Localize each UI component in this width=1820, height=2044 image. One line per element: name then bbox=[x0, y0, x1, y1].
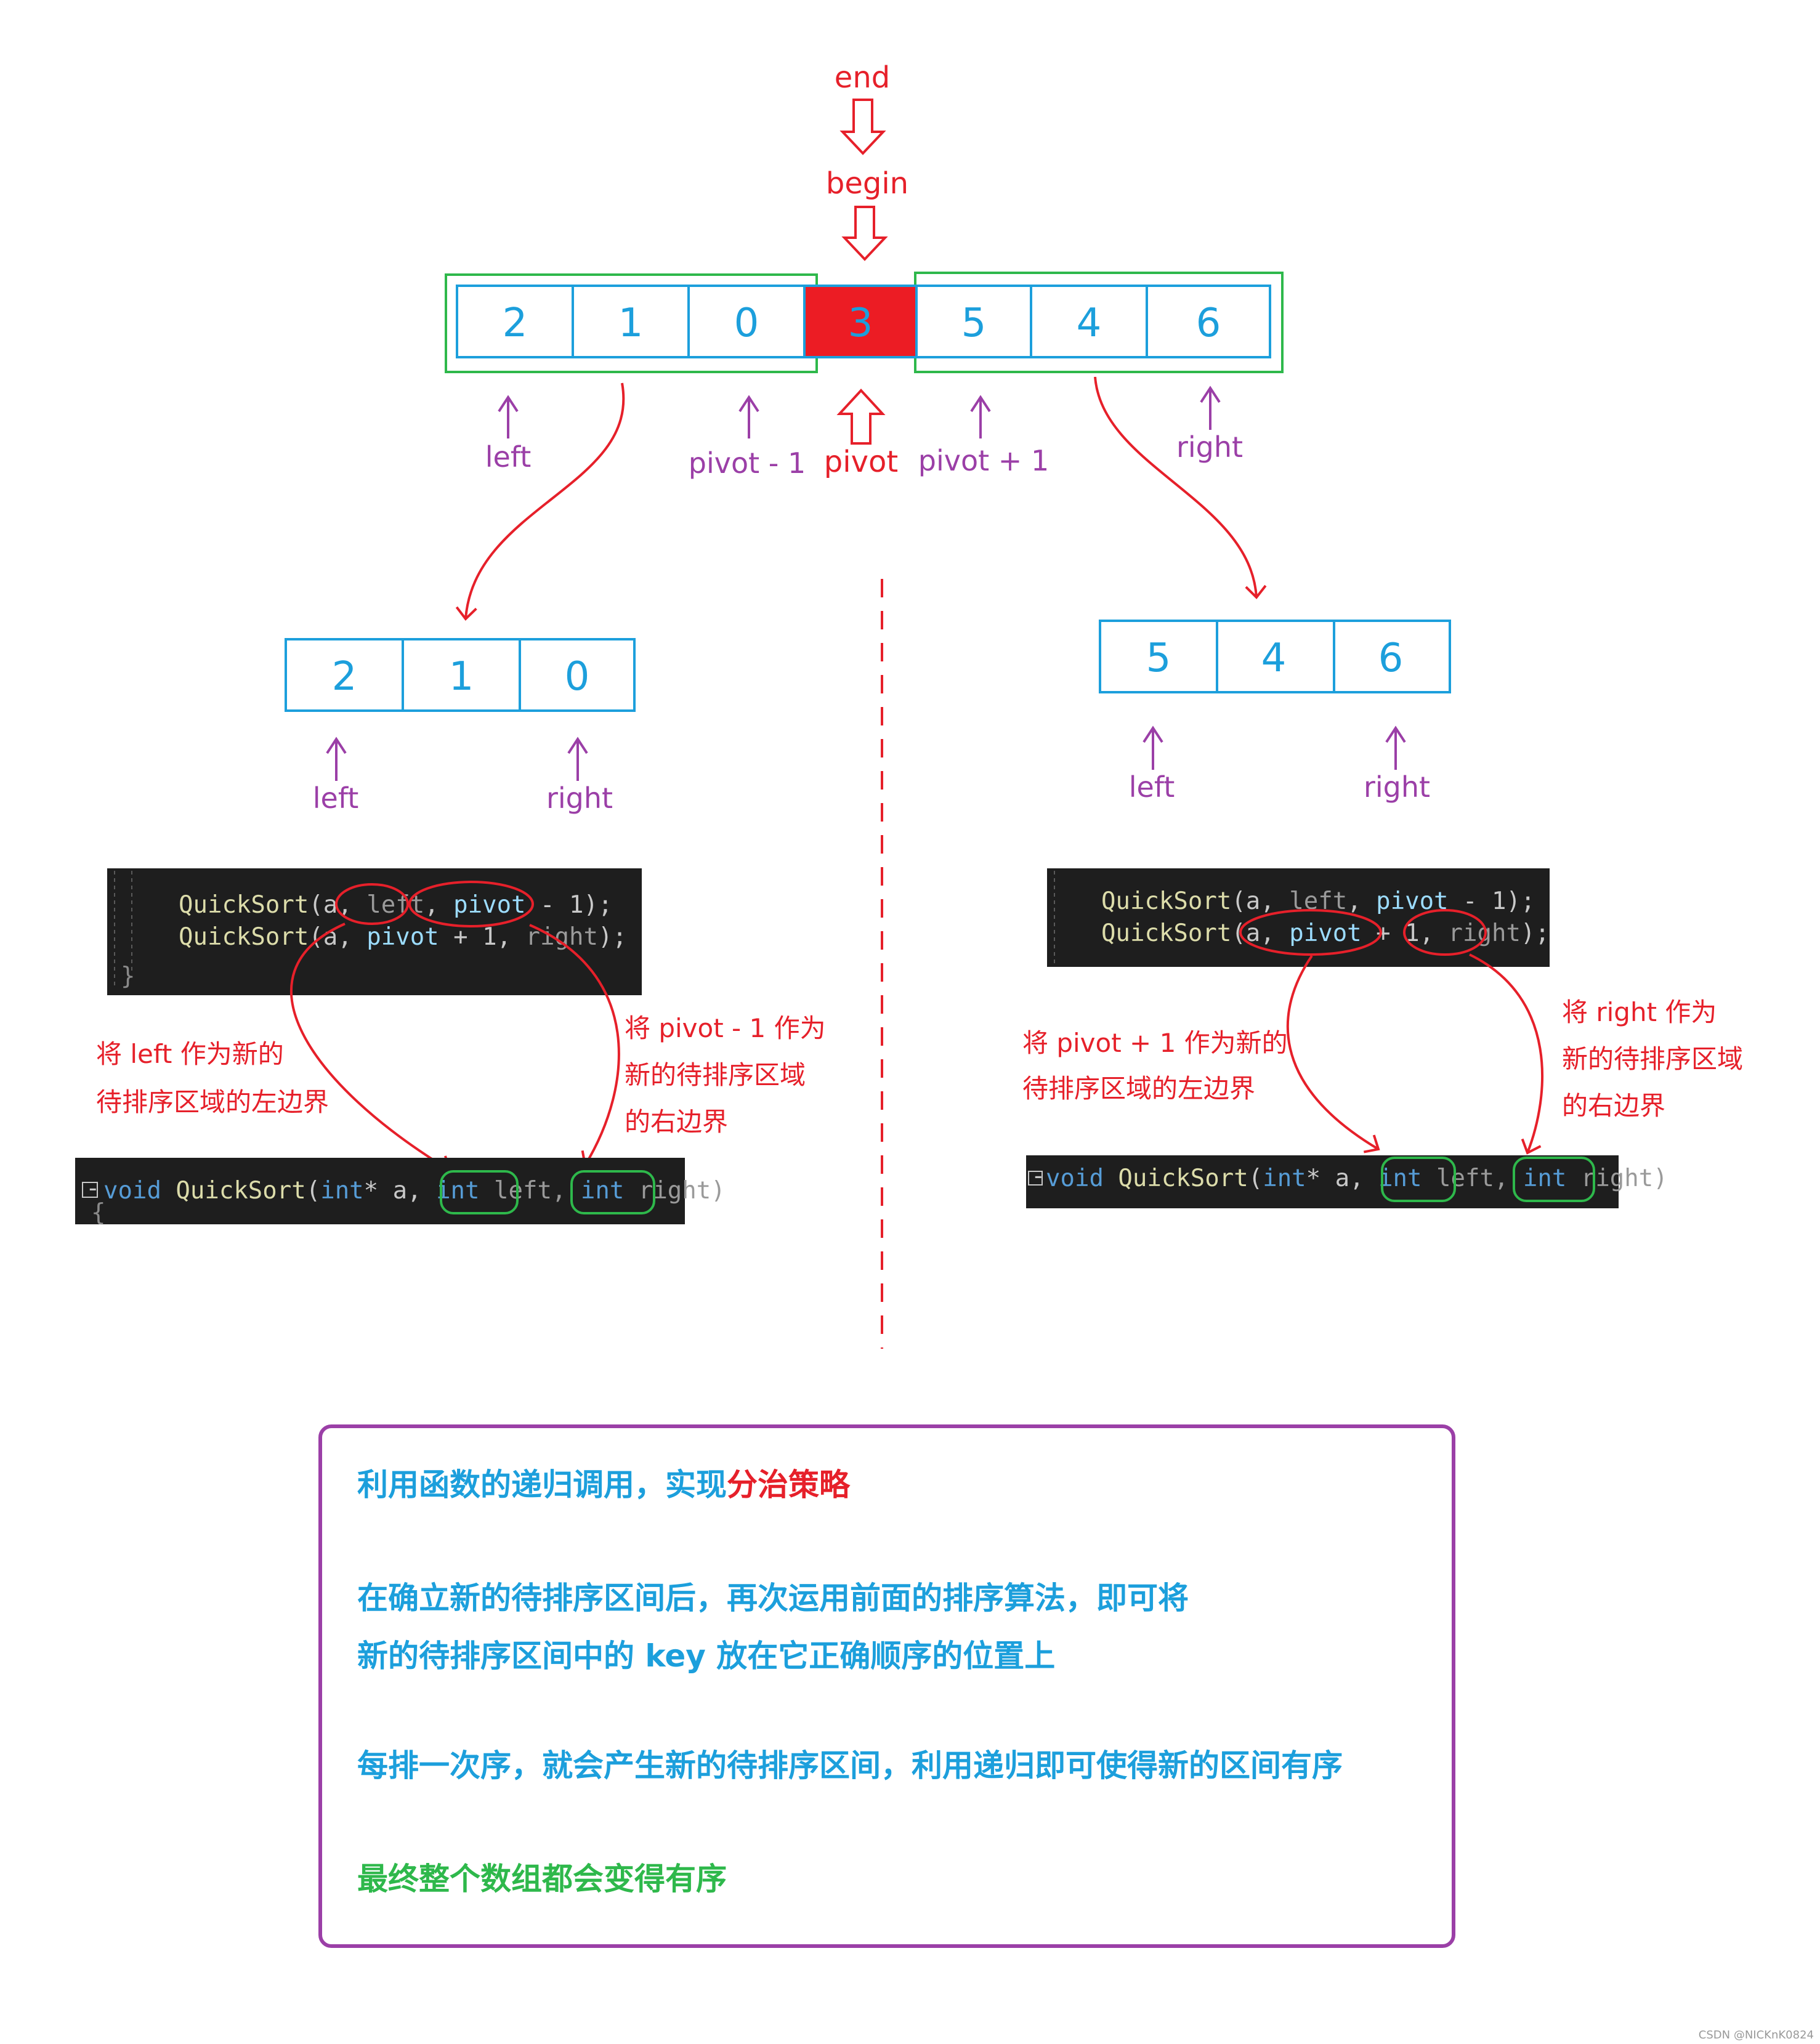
code-snippet-left-guides bbox=[114, 871, 132, 985]
note-left-b-3: 的右边界 bbox=[625, 1107, 728, 1137]
left-bound-arrow bbox=[289, 923, 451, 1174]
highlight-pivot-minus-1 bbox=[408, 881, 534, 927]
top-pivot-plus-1-label: pivot + 1 bbox=[918, 444, 1049, 477]
right-sub-left-label: left bbox=[1129, 770, 1175, 804]
right-sub-right-label: right bbox=[1364, 770, 1430, 804]
end-down-arrow-icon bbox=[839, 99, 886, 155]
top-cell-1: 1 bbox=[618, 301, 644, 346]
left-sub-left-label: left bbox=[313, 782, 359, 815]
note-right-a-1: 将 pivot + 1 作为新的 bbox=[1022, 1028, 1288, 1058]
right-subarray bbox=[1099, 620, 1451, 693]
left-sub-right-label: right bbox=[546, 782, 613, 815]
highlight-pivot-plus-1 bbox=[1239, 909, 1382, 956]
top-cell-0: 2 bbox=[503, 301, 528, 346]
signature-right-text: void QuickSort(int* a, int left, int rig… bbox=[1046, 1165, 1668, 1192]
summary-line-1: 利用函数的递归调用，实现分治策略 bbox=[357, 1467, 851, 1503]
signature-left-left-highlight bbox=[440, 1170, 519, 1214]
signature-left-text: void QuickSort(int* a, int left, int rig… bbox=[103, 1177, 726, 1205]
pivot-cell-fill bbox=[806, 286, 915, 357]
top-array bbox=[456, 285, 1271, 358]
code-left-line-1: QuickSort(a, left, pivot - 1); bbox=[179, 891, 612, 919]
begin-label: begin bbox=[826, 166, 908, 201]
top-pointer-arrows bbox=[498, 386, 1221, 438]
collapse-left-icon[interactable] bbox=[82, 1182, 98, 1198]
collapse-right-glyph: - bbox=[1031, 1162, 1045, 1190]
signature-right-right-highlight bbox=[1513, 1157, 1595, 1202]
end-label: end bbox=[835, 60, 890, 95]
right-sub-cell-0: 5 bbox=[1146, 636, 1171, 681]
note-right-a-2: 待排序区域的左边界 bbox=[1022, 1073, 1255, 1104]
pivot-up-arrow-icon bbox=[836, 389, 886, 445]
summary-line-3: 新的待排序区间中的 key 放在它正确顺序的位置上 bbox=[357, 1638, 1055, 1674]
code-right-line-1: QuickSort(a, left, pivot - 1); bbox=[1101, 887, 1535, 915]
left-sub-pointer-arrows bbox=[326, 737, 588, 781]
signature-right-left-highlight bbox=[1381, 1157, 1456, 1202]
highlight-left-arg bbox=[335, 883, 409, 925]
note-right-b-1: 将 right 作为 bbox=[1562, 997, 1717, 1027]
top-pivot-label: pivot bbox=[824, 445, 898, 479]
top-cell-4: 5 bbox=[961, 301, 987, 346]
note-left-a-2: 待排序区域的左边界 bbox=[96, 1087, 329, 1117]
summary-box bbox=[318, 1424, 1455, 1948]
top-cell-6: 6 bbox=[1196, 301, 1221, 346]
right-left-bound-arrow bbox=[1286, 955, 1380, 1153]
right-sub-cell-1: 4 bbox=[1261, 636, 1287, 681]
collapse-left-glyph: - bbox=[86, 1174, 100, 1202]
top-cell-2: 0 bbox=[734, 301, 759, 346]
recurse-right-arrow bbox=[1094, 376, 1267, 600]
left-sub-cell-0: 2 bbox=[332, 654, 357, 700]
left-right-bound-arrow bbox=[529, 924, 620, 1167]
summary-line-4: 每排一次序，就会产生新的待排序区间，利用递归即可使得新的区间有序 bbox=[357, 1748, 1343, 1783]
code-snippet-left bbox=[107, 868, 642, 995]
note-left-b-2: 新的待排序区域 bbox=[625, 1060, 806, 1090]
begin-down-arrow-icon bbox=[841, 206, 888, 261]
right-sub-cell-2: 6 bbox=[1378, 636, 1404, 681]
top-cell-5: 4 bbox=[1077, 301, 1102, 346]
top-pivot-minus-1-label: pivot - 1 bbox=[689, 446, 806, 480]
signature-left-brace: { bbox=[91, 1199, 105, 1227]
note-right-b-3: 的右边界 bbox=[1562, 1091, 1665, 1121]
right-sub-pointer-arrows bbox=[1143, 725, 1406, 770]
pivot-cell-value: 3 bbox=[848, 301, 873, 346]
note-left-b-1: 将 pivot - 1 作为 bbox=[625, 1013, 826, 1043]
right-right-bound-arrow bbox=[1469, 953, 1544, 1155]
left-sub-cell-2: 0 bbox=[565, 654, 590, 700]
top-left-label: left bbox=[485, 440, 532, 474]
code-left-brace: } bbox=[121, 963, 135, 990]
note-left-a-1: 将 left 作为新的 bbox=[96, 1039, 284, 1069]
watermark: CSDN @NICKnK0824 bbox=[1699, 2029, 1814, 2042]
code-left-line-2: QuickSort(a, pivot + 1, right); bbox=[179, 923, 627, 951]
recurse-left-arrow bbox=[455, 382, 625, 621]
left-sub-cell-1: 1 bbox=[449, 654, 474, 700]
code-right-line-2: QuickSort(a, pivot + 1, right); bbox=[1101, 919, 1550, 947]
highlight-right-arg bbox=[1403, 909, 1487, 956]
note-right-b-2: 新的待排序区域 bbox=[1562, 1044, 1743, 1074]
collapse-right-icon[interactable] bbox=[1028, 1171, 1043, 1186]
signature-left-right-highlight bbox=[570, 1170, 655, 1214]
top-right-label: right bbox=[1176, 430, 1243, 464]
summary-line-5: 最终整个数组都会变得有序 bbox=[357, 1861, 727, 1897]
left-subarray bbox=[285, 638, 636, 712]
summary-line-2: 在确立新的待排序区间后，再次运用前面的排序算法，即可将 bbox=[357, 1580, 1189, 1616]
